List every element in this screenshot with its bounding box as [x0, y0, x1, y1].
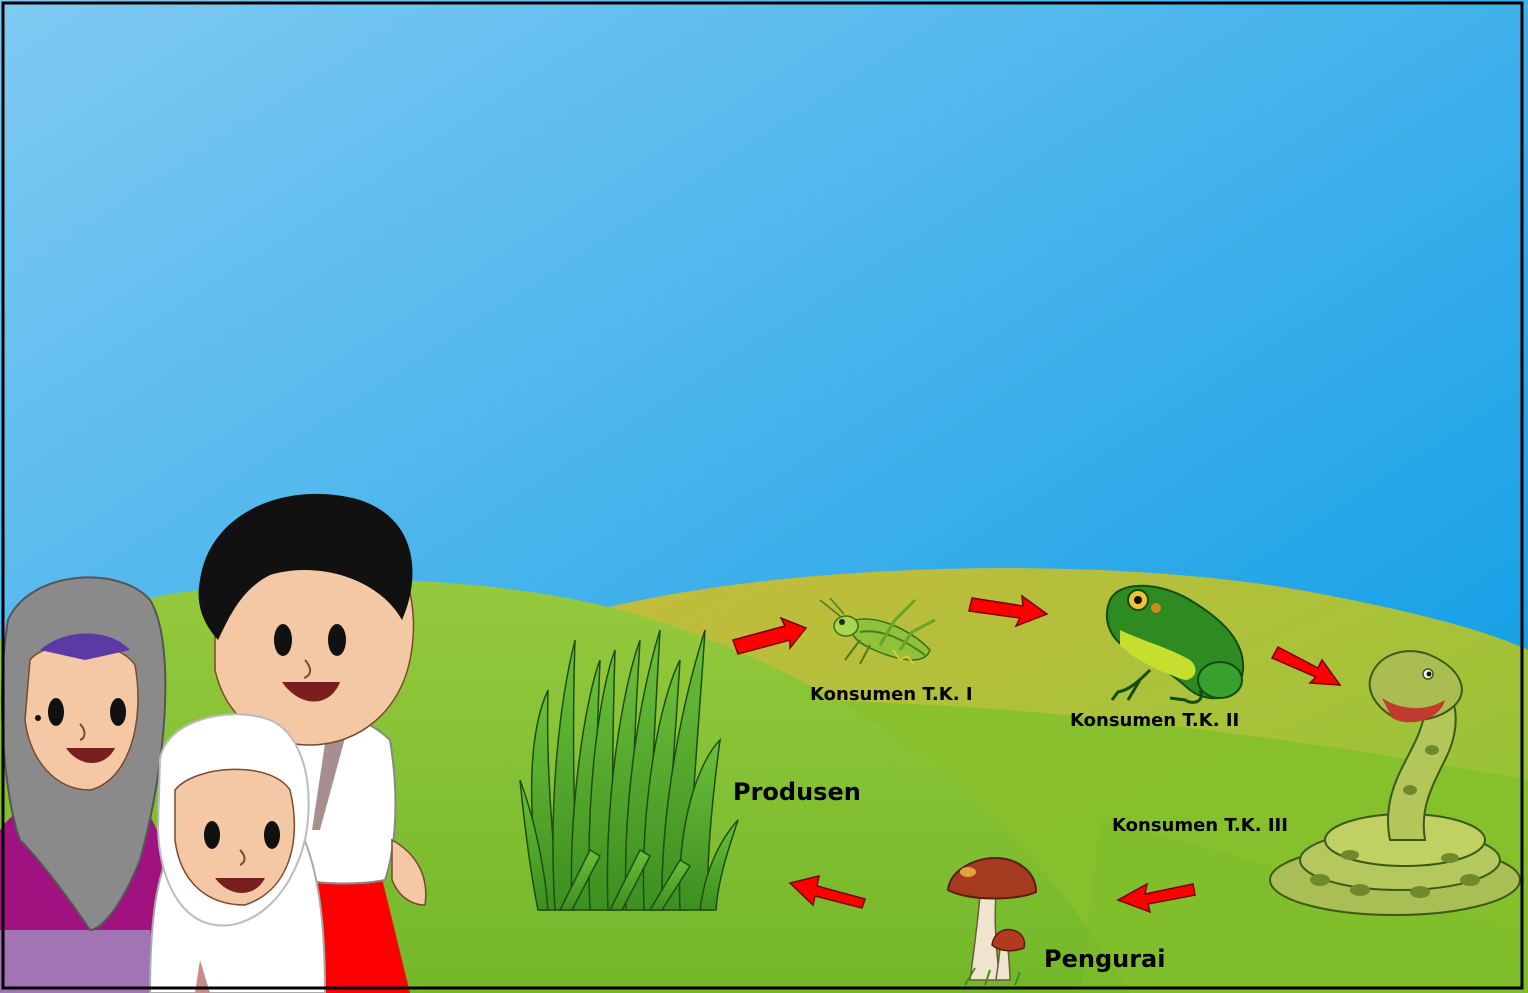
label-pengurai: Pengurai	[1044, 947, 1165, 971]
label-konsumen-tk1: Konsumen T.K. I	[810, 686, 973, 704]
label-konsumen-tk3: Konsumen T.K. III	[1112, 817, 1288, 835]
girl-hijab-white-icon	[150, 714, 325, 993]
girl-hijab-gray-icon	[0, 577, 170, 993]
label-konsumen-tk2: Konsumen T.K. II	[1070, 712, 1239, 730]
label-produsen: Produsen	[733, 780, 861, 804]
